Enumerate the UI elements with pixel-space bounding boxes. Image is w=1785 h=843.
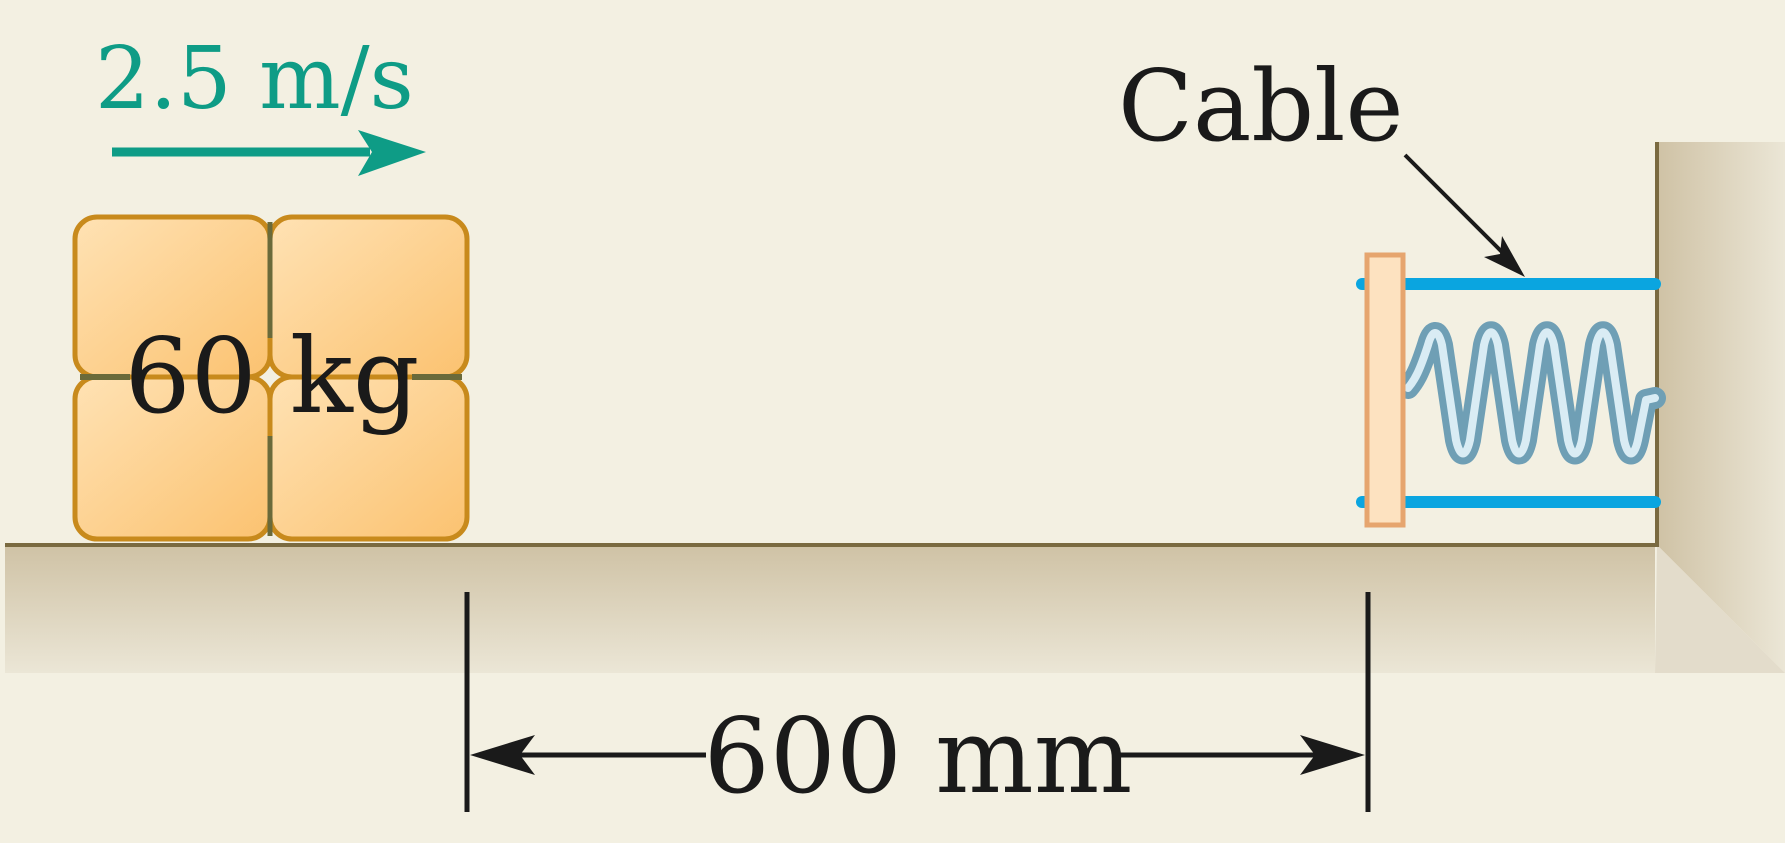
right-arrowhead-icon [1300,735,1365,775]
mass-label: 60 kg [125,315,420,437]
cables [1356,278,1661,508]
end-plate [1364,252,1406,528]
spring [1397,321,1666,465]
dimension-600mm: 600 mm [464,592,1371,817]
diagonal-arrow-icon [1484,236,1525,277]
distance-label: 600 mm [704,695,1133,817]
wall [1655,142,1785,673]
cable-callout: Cable [1118,50,1525,277]
velocity-indicator: 2.5 m/s [95,29,426,176]
right-arrow-icon [358,130,426,176]
mass-block: 60 kg [72,214,470,542]
velocity-label: 2.5 m/s [95,29,414,129]
cable-label: Cable [1118,50,1403,164]
cable-pointer-line [1403,153,1507,257]
left-arrowhead-icon [470,735,535,775]
ground [5,543,1658,673]
